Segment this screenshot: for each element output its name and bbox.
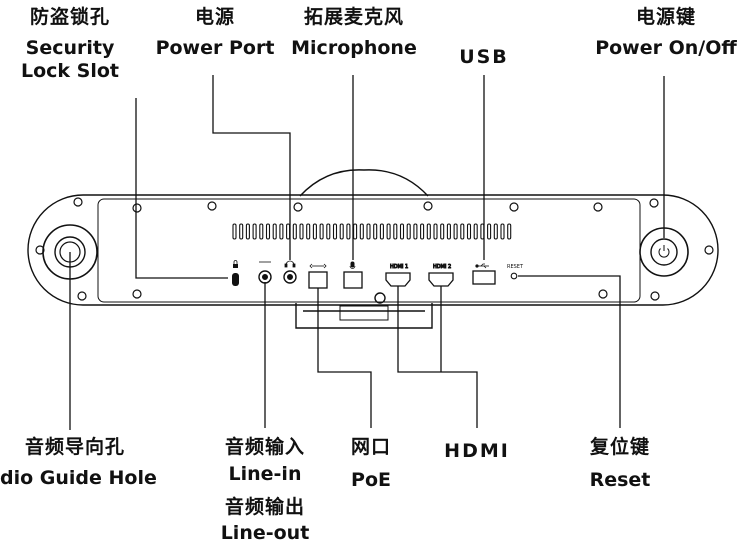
vent-slot [460, 223, 465, 240]
vent-slot [473, 223, 478, 240]
vent-slot [299, 223, 304, 240]
lock-icon [233, 260, 238, 268]
label-power-port: 电源 Power Port [155, 6, 275, 59]
label-microphone: 拓展麦克风 Microphone [291, 6, 417, 59]
vent-slot [373, 223, 378, 240]
vent-slot [353, 223, 358, 240]
vent-slot [399, 223, 405, 240]
vent-slot [426, 223, 431, 240]
vent-slot [292, 223, 297, 240]
microphone-port [343, 261, 363, 289]
vent-slot [232, 223, 237, 240]
label-security-lock: 防盗锁孔 Security Lock Slot [20, 6, 119, 82]
vent-slot [312, 223, 317, 240]
headphone-icon [284, 260, 296, 268]
vent-slot [487, 223, 492, 240]
vent-slot [332, 223, 338, 240]
label-power-button: 电源键 Power On/Off [595, 6, 737, 59]
vent-slot [326, 223, 331, 240]
hdmi1-port: HDMI 1 [385, 264, 411, 287]
vent-slot [319, 223, 324, 240]
label-poe: 网口 PoE [350, 436, 391, 491]
vent-slot [286, 223, 291, 240]
security-lock-slot [232, 260, 239, 286]
vent-slot [466, 223, 472, 240]
vent-slot [453, 223, 458, 240]
vent-slot [259, 223, 264, 240]
vent-slot [440, 223, 445, 240]
power-icon [658, 245, 670, 258]
reset-button: RESET [507, 264, 524, 280]
hdmi2-port: HDMI 2 [428, 264, 454, 287]
vent-slot [339, 223, 344, 240]
vent-slot [393, 223, 398, 240]
vent-slot [239, 223, 244, 240]
vent-slot [413, 223, 418, 240]
callout-lines [69, 75, 665, 430]
vent-slot [500, 223, 505, 240]
network-icon [309, 263, 327, 269]
vent-slot [279, 223, 284, 240]
device-body [27, 194, 719, 306]
label-line-io: 音频输入 Line-in 音频输出 Line-out [220, 436, 310, 545]
label-hdmi: HDMI [444, 440, 510, 462]
vent-slot [446, 223, 451, 240]
vent-slot [306, 223, 311, 240]
vent-slot [379, 223, 384, 240]
vent-slot [366, 223, 371, 240]
reset-mark: RESET [507, 264, 524, 270]
hdmi1-mark: HDMI 1 [390, 264, 408, 270]
vent-grille [232, 223, 512, 240]
vent-slot [507, 223, 512, 240]
label-reset: 复位键 Reset [589, 436, 651, 491]
label-usb: USB [459, 46, 509, 68]
line-out-jack [283, 260, 297, 284]
label-audio-guide: 音频导向孔 dio Guide Hole [0, 436, 157, 489]
device-top-hump [299, 169, 429, 197]
vent-slot [359, 223, 364, 240]
usb-icon [475, 263, 489, 269]
vent-slot [420, 223, 425, 240]
vent-slot [265, 223, 271, 240]
vent-slot [493, 223, 498, 240]
vent-slot [252, 223, 257, 240]
mic-icon [349, 261, 356, 269]
mount-bracket [295, 303, 433, 329]
line-in-jack [258, 261, 272, 284]
vent-slot [272, 223, 277, 240]
vent-slot [346, 223, 351, 240]
vent-slot [386, 223, 391, 240]
device-inner-panel [97, 198, 641, 303]
vent-slot [245, 223, 250, 240]
vent-slot [406, 223, 411, 240]
vent-slot [433, 223, 438, 240]
hdmi2-mark: HDMI 2 [433, 264, 451, 270]
usb-port [472, 263, 496, 285]
screw-holes [35, 197, 714, 301]
poe-port [308, 263, 328, 289]
